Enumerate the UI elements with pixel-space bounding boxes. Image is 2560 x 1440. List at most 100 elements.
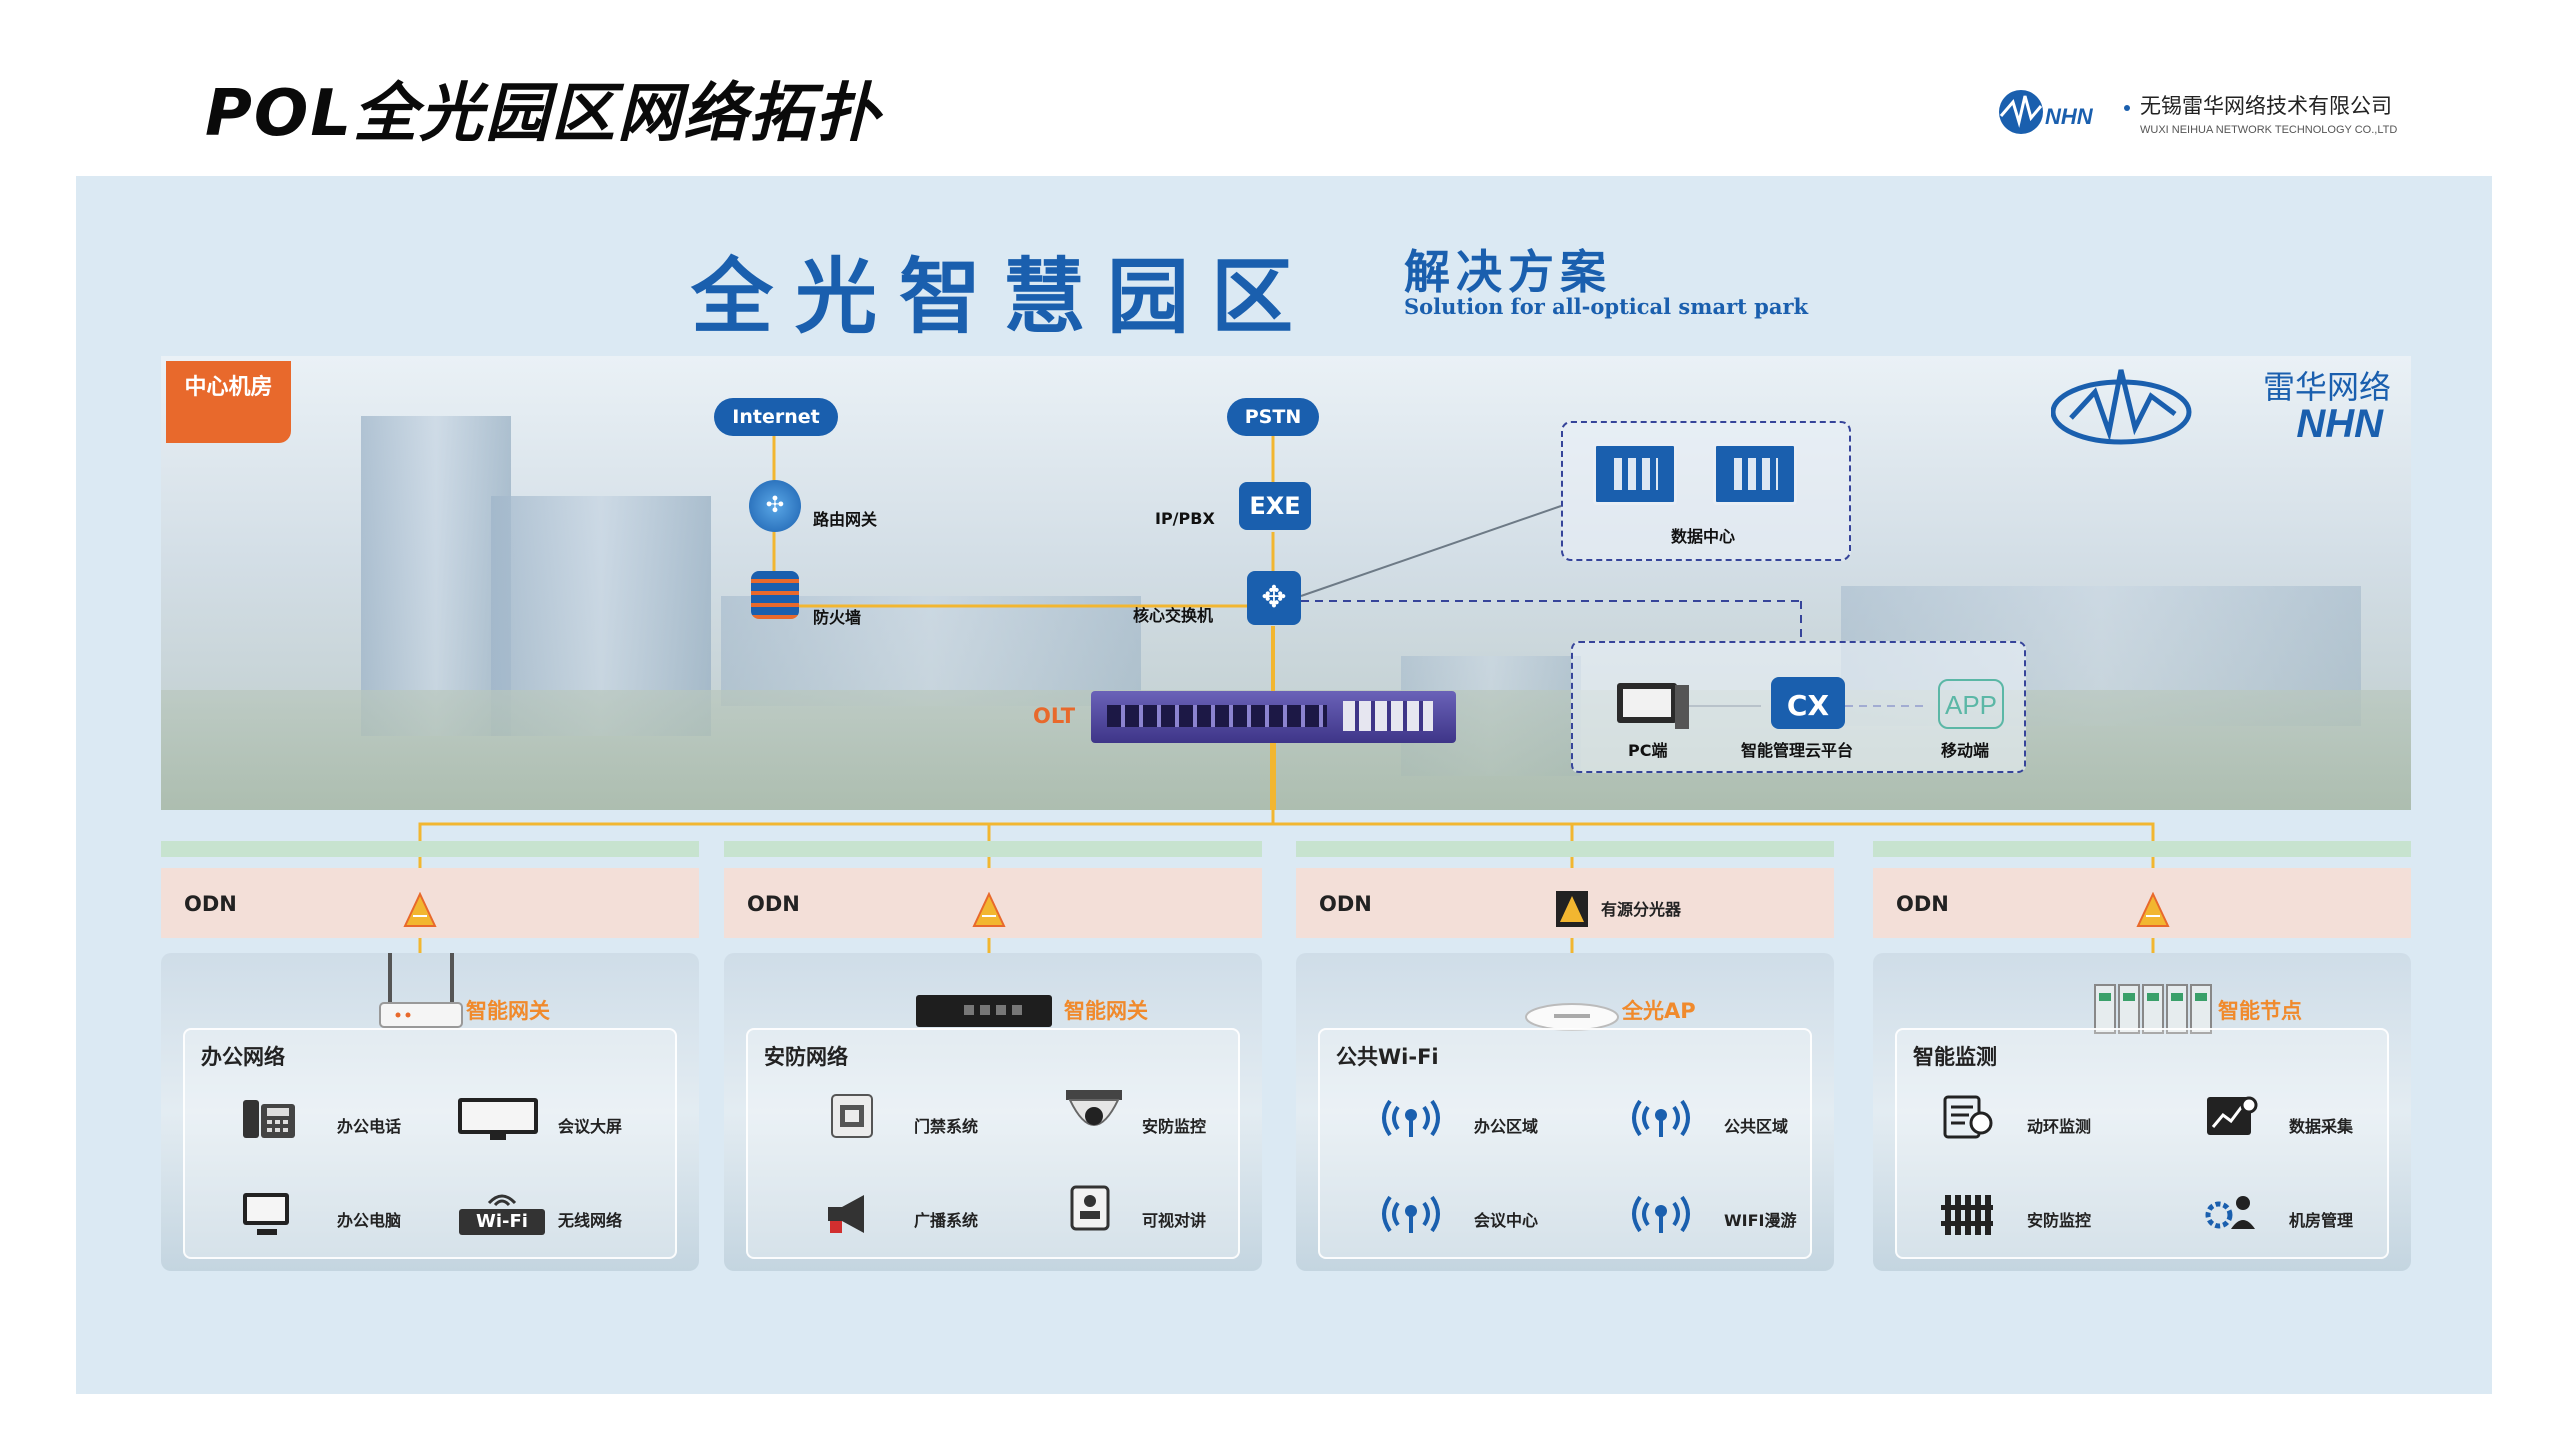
mobile-app-icon: APP bbox=[1938, 679, 2004, 729]
building-illustration bbox=[361, 416, 511, 736]
splitter-label: 有源分光器 bbox=[1601, 900, 1682, 919]
management-group: PC端 CX 智能管理云平台 APP 移动端 bbox=[1571, 641, 2026, 773]
mobile-label: 移动端 bbox=[1941, 741, 1990, 760]
wifi-signal-icon bbox=[1382, 1195, 1440, 1233]
service-item: 办公电话 bbox=[337, 1117, 402, 1136]
odn-label: ODN bbox=[184, 892, 237, 916]
brand-block: NHN 无锡雷华网络技术有限公司 WUXI NEIHUA NETWORK TEC… bbox=[1995, 82, 2435, 146]
pc-icon bbox=[1617, 683, 1689, 729]
splitter-icon bbox=[2136, 892, 2170, 927]
service-item: 会议大屏 bbox=[558, 1117, 623, 1136]
data-collection-icon bbox=[2207, 1096, 2258, 1135]
olt-label: OLT bbox=[1033, 704, 1076, 728]
service-item: 安防监控 bbox=[2027, 1211, 2092, 1230]
company-name-en: WUXI NEIHUA NETWORK TECHNOLOGY CO.,LTD bbox=[2140, 124, 2398, 136]
phone-icon bbox=[243, 1100, 295, 1138]
wifi-signal-icon bbox=[1632, 1099, 1690, 1137]
splitter-icon bbox=[403, 892, 437, 927]
wifi-signal-icon bbox=[1382, 1099, 1440, 1137]
network-title: 办公网络 bbox=[201, 1045, 285, 1069]
pstn-cloud: PSTN bbox=[1227, 398, 1319, 436]
access-control-icon bbox=[831, 1094, 873, 1138]
gateway-device-icon bbox=[379, 953, 463, 1028]
service-item: WIFI漫游 bbox=[1724, 1211, 1797, 1230]
firewall-label: 防火墙 bbox=[813, 608, 862, 627]
network-title: 公共Wi-Fi bbox=[1336, 1045, 1439, 1069]
hero-subtitle-cn: 解决方案 bbox=[1404, 245, 1612, 299]
odn-strip bbox=[724, 841, 1262, 857]
core-room-tag: 中心机房 bbox=[166, 361, 291, 443]
nhn-logo-cn: 雷华网络 bbox=[2262, 368, 2391, 406]
router-label: 路由网关 bbox=[813, 510, 878, 529]
nhn-logo: 雷华网络 NHN bbox=[2051, 360, 2391, 452]
service-frame bbox=[1318, 1028, 1812, 1259]
ippbx-icon: EXE bbox=[1239, 482, 1311, 530]
gateway-device-icon bbox=[916, 995, 1052, 1027]
core-switch-icon: ✥ bbox=[1247, 571, 1301, 625]
hero-subtitle-en: Solution for all-optical smart park bbox=[1404, 294, 1809, 319]
odn-label: ODN bbox=[1319, 892, 1372, 916]
service-item: 会议中心 bbox=[1474, 1211, 1539, 1230]
nhn-logo-en: NHN bbox=[2296, 402, 2383, 446]
company-logo-icon: NHN bbox=[1999, 90, 2130, 134]
slide-title: POL全光园区网络拓扑 bbox=[205, 77, 882, 151]
service-item: 动环监测 bbox=[2027, 1117, 2092, 1136]
cloud-platform-label: 智能管理云平台 bbox=[1741, 741, 1854, 760]
cloud-platform-icon: CX bbox=[1771, 677, 1845, 729]
computer-icon bbox=[243, 1193, 289, 1235]
service-item: 无线网络 bbox=[558, 1211, 623, 1230]
server-icon bbox=[1713, 443, 1797, 505]
service-item: 数据采集 bbox=[2289, 1117, 2354, 1136]
service-item: 公共区域 bbox=[1724, 1117, 1789, 1136]
hardware-label: 智能网关 bbox=[466, 999, 550, 1023]
firewall-icon bbox=[751, 571, 799, 619]
topology-panel: 全光智慧园区 解决方案 Solution for all-optical sma… bbox=[76, 176, 2492, 1394]
server-icon bbox=[1593, 443, 1677, 505]
odn-strip bbox=[161, 841, 699, 857]
hardware-label: 全光AP bbox=[1622, 999, 1696, 1023]
ippbx-label: IP/PBX bbox=[1155, 509, 1215, 528]
odn-strip bbox=[1296, 841, 1834, 857]
active-splitter-icon bbox=[1556, 891, 1588, 927]
odn-label: ODN bbox=[747, 892, 800, 916]
environment-monitor-icon bbox=[1943, 1095, 1993, 1139]
service-item: 安防监控 bbox=[1142, 1117, 1207, 1136]
display-icon bbox=[458, 1098, 538, 1140]
wifi-badge-text: Wi-Fi bbox=[459, 1209, 545, 1235]
hardware-label: 智能节点 bbox=[2218, 999, 2302, 1023]
brand-logo-text: NHN bbox=[2045, 104, 2094, 129]
hero-title: 全光智慧园区 bbox=[691, 250, 1316, 345]
wifi-badge-icon: Wi-Fi bbox=[459, 1189, 545, 1237]
odn-label: ODN bbox=[1896, 892, 1949, 916]
nhn-antenna-icon bbox=[2051, 369, 2192, 445]
speaker-icon bbox=[828, 1195, 864, 1233]
service-item: 办公区域 bbox=[1474, 1117, 1539, 1136]
fence-icon bbox=[1941, 1195, 1993, 1235]
pc-label: PC端 bbox=[1628, 741, 1668, 760]
service-item: 广播系统 bbox=[914, 1211, 979, 1230]
datacenter-label: 数据中心 bbox=[1671, 527, 1736, 546]
service-item: 机房管理 bbox=[2289, 1211, 2354, 1230]
wifi-signal-icon bbox=[1632, 1195, 1690, 1233]
core-room-scene: 中心机房 雷华网络 NHN bbox=[161, 356, 2411, 810]
security-network-panel: 智能网关 安防网络 门禁系统 安防监控 广播系统 可视对讲 bbox=[724, 953, 1262, 1271]
wifi-arc-icon bbox=[487, 1194, 517, 1207]
network-title: 安防网络 bbox=[764, 1045, 848, 1069]
smart-monitoring-panel: 智能节点 智能监测 动环监测 数据采集 安防监控 机房管理 bbox=[1873, 953, 2411, 1271]
hardware-label: 智能网关 bbox=[1064, 999, 1148, 1023]
intercom-icon bbox=[1070, 1185, 1110, 1231]
odn-strip bbox=[1873, 841, 2411, 857]
dome-camera-icon bbox=[1066, 1090, 1122, 1126]
service-item: 可视对讲 bbox=[1142, 1211, 1207, 1230]
optical-ap-icon bbox=[1525, 1003, 1619, 1031]
company-name-cn: 无锡雷华网络技术有限公司 bbox=[2140, 95, 2392, 118]
room-management-icon bbox=[2205, 1196, 2255, 1229]
smart-node-icon bbox=[2094, 984, 2212, 1034]
core-switch-label: 核心交换机 bbox=[1133, 606, 1214, 625]
public-wifi-panel: 全光AP 公共Wi-Fi 办公区域 公共区域 会议中心 WIFI漫游 bbox=[1296, 953, 1834, 1271]
internet-cloud: Internet bbox=[714, 398, 838, 436]
olt-device bbox=[1091, 691, 1456, 743]
service-item: 办公电脑 bbox=[337, 1211, 402, 1230]
network-title: 智能监测 bbox=[1913, 1045, 1997, 1069]
